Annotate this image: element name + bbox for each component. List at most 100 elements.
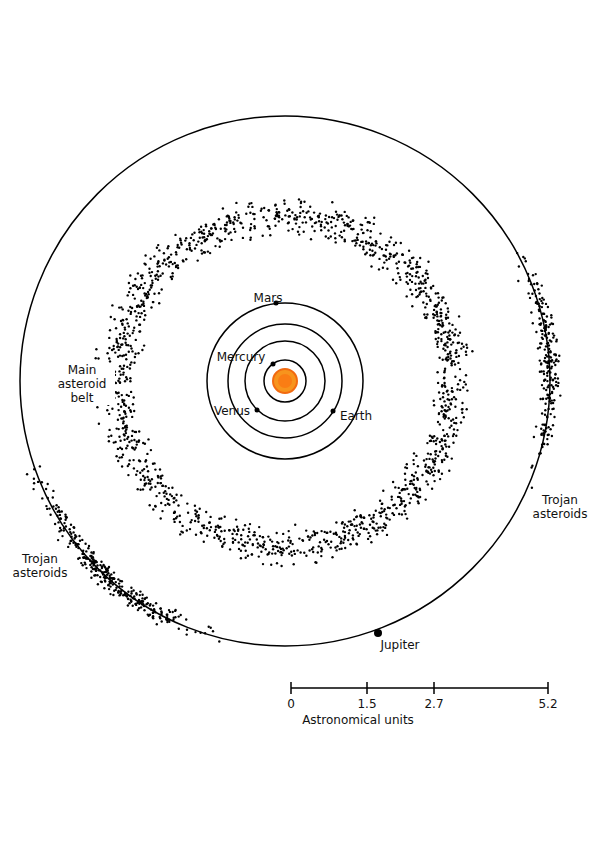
asteroid-dot (288, 530, 290, 532)
asteroid-dot (216, 237, 218, 239)
asteroid-dot (446, 341, 448, 343)
asteroid-dot (442, 296, 444, 298)
asteroid-dot (365, 528, 367, 530)
asteroid-dot (189, 528, 191, 530)
asteroid-dot (155, 495, 157, 497)
asteroid-dot (178, 628, 180, 630)
asteroid-dot (144, 597, 146, 599)
asteroid-dot (446, 409, 448, 411)
asteroid-dot (366, 229, 368, 231)
asteroid-dot (377, 527, 379, 529)
asteroid-dot (130, 361, 132, 363)
asteroid-dot (115, 589, 117, 591)
asteroid-dot (355, 543, 357, 545)
asteroid-dot (396, 252, 398, 254)
asteroid-dot (149, 504, 151, 506)
asteroid-dot (391, 496, 393, 498)
asteroid-dot (267, 535, 269, 537)
asteroid-dot (409, 502, 411, 504)
asteroid-dot (122, 368, 124, 370)
asteroid-dot (407, 265, 409, 267)
asteroid-dot (133, 439, 135, 441)
asteroid-dot (461, 412, 463, 414)
asteroid-dot (151, 478, 153, 480)
asteroid-dot (330, 541, 332, 543)
asteroid-dot (99, 564, 101, 566)
asteroid-dot (149, 289, 151, 291)
asteroid-dot (162, 262, 164, 264)
asteroid-dot (543, 379, 545, 381)
asteroid-dot (458, 355, 460, 357)
asteroid-dot (191, 233, 193, 235)
asteroid-dot (408, 264, 410, 266)
asteroid-dot (274, 545, 276, 547)
asteroid-dot (141, 594, 143, 596)
asteroid-dot (123, 411, 125, 413)
asteroid-dot (397, 272, 399, 274)
asteroid-dot (325, 541, 327, 543)
asteroid-dot (135, 319, 137, 321)
asteroid-dot (441, 299, 443, 301)
asteroid-dot (171, 272, 173, 274)
asteroid-dot (330, 221, 332, 223)
asteroid-dot (219, 526, 221, 528)
asteroid-dot (95, 348, 97, 350)
asteroid-dot (452, 435, 454, 437)
asteroid-dot (443, 376, 445, 378)
asteroid-dot (157, 275, 159, 277)
asteroid-dot (116, 427, 118, 429)
asteroid-dot (545, 303, 547, 305)
asteroid-dot (122, 454, 124, 456)
asteroid-dot (356, 525, 358, 527)
asteroid-dot (420, 290, 422, 292)
asteroid-dot (407, 283, 409, 285)
asteroid-dot (260, 210, 262, 212)
asteroid-dot (466, 389, 468, 391)
asteroid-dot (298, 198, 300, 200)
asteroid-dot (428, 466, 430, 468)
asteroid-dot (440, 315, 442, 317)
asteroid-dot (540, 434, 542, 436)
asteroid-dot (458, 315, 460, 317)
asteroid-dot (173, 501, 175, 503)
asteroid-dot (173, 512, 175, 514)
asteroid-dot (70, 524, 72, 526)
asteroid-dot (353, 518, 355, 520)
asteroid-dot (432, 474, 434, 476)
asteroid-dot (465, 351, 467, 353)
asteroid-dot (162, 485, 164, 487)
asteroid-dot (360, 228, 362, 230)
asteroid-dot (546, 315, 548, 317)
asteroid-dot (199, 237, 201, 239)
asteroid-dot (199, 508, 201, 510)
asteroid-dot (147, 438, 149, 440)
asteroid-dot (236, 526, 238, 528)
asteroid-dot (201, 525, 203, 527)
asteroid-dot (109, 329, 111, 331)
asteroid-dot (299, 212, 301, 214)
asteroid-dot (340, 214, 342, 216)
asteroid-dot (330, 235, 332, 237)
asteroid-dot (248, 528, 250, 530)
asteroid-dot (308, 549, 310, 551)
asteroid-dot (375, 522, 377, 524)
asteroid-dot (363, 516, 365, 518)
asteroid-dot (145, 459, 147, 461)
asteroid-dot (121, 355, 123, 357)
asteroid-dot (446, 389, 448, 391)
asteroid-dot (524, 257, 526, 259)
asteroid-dot (106, 409, 108, 411)
asteroid-dot (411, 281, 413, 283)
asteroid-dot (359, 533, 361, 535)
asteroid-dot (314, 561, 316, 563)
asteroid-dot (452, 442, 454, 444)
asteroid-dot (271, 540, 273, 542)
asteroid-dot (438, 413, 440, 415)
asteroid-dot (540, 300, 542, 302)
asteroid-dot (445, 455, 447, 457)
asteroid-dot (427, 466, 429, 468)
asteroid-dot (456, 429, 458, 431)
asteroid-dot (350, 221, 352, 223)
asteroid-dot (180, 530, 182, 532)
asteroid-dot (449, 338, 451, 340)
